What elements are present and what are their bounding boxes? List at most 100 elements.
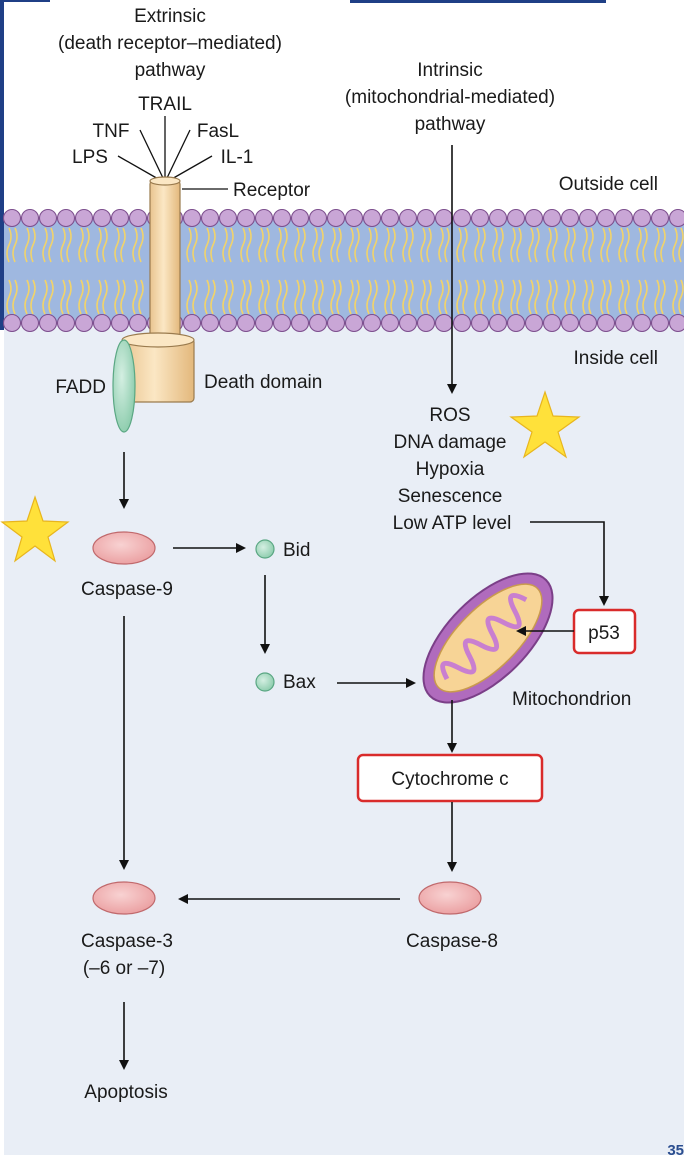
lipid-head <box>290 208 310 228</box>
lipid-tail <box>66 227 72 263</box>
lipid-head <box>110 313 130 333</box>
lipid-head <box>200 208 220 228</box>
intrinsic-title-line2: (mitochondrial-mediated) <box>345 87 555 108</box>
lipid-head <box>308 313 328 333</box>
frame-accent-left <box>0 0 50 2</box>
lipid-head <box>470 313 490 333</box>
lipid-tail <box>654 227 660 263</box>
fadd-protein <box>112 339 136 433</box>
lipid-tail <box>138 279 144 315</box>
lipid-tail <box>300 279 306 315</box>
lipid-head <box>56 313 76 333</box>
lipid-tail <box>660 279 666 315</box>
lipid-tail <box>660 227 666 263</box>
lipid-tail <box>420 279 426 315</box>
lipid-tail <box>426 227 432 263</box>
outside-cell-label: Outside cell <box>559 174 658 195</box>
lipid-tail <box>426 279 432 315</box>
stressor-hypoxia: Hypoxia <box>416 459 485 480</box>
lipid-tail <box>516 279 522 315</box>
lipid-tail <box>600 279 606 315</box>
lipid-tail <box>282 227 288 263</box>
lipid-tail <box>672 227 678 263</box>
lipid-head <box>380 313 400 333</box>
lipid-head <box>236 208 256 228</box>
lipid-tail <box>96 279 102 315</box>
lipid-head <box>20 313 40 333</box>
lipid-tail <box>582 227 588 263</box>
lipid-tail <box>132 279 138 315</box>
lipid-head <box>524 208 544 228</box>
lipid-head <box>668 208 684 228</box>
lipid-head <box>20 208 40 228</box>
caspase-3-label: Caspase-3 <box>81 931 173 952</box>
lipid-tail <box>366 227 372 263</box>
lipid-tail <box>228 227 234 263</box>
lipid-tail <box>552 279 558 315</box>
lipid-tail <box>48 279 54 315</box>
lipid-tail <box>348 279 354 315</box>
lipid-tail <box>534 227 540 263</box>
lipid-tail <box>114 279 120 315</box>
lipid-tail <box>588 227 594 263</box>
lipid-tail <box>678 279 684 315</box>
lipid-tail <box>42 227 48 263</box>
lipid-tail <box>102 227 108 263</box>
lipid-tail <box>438 279 444 315</box>
bax-label: Bax <box>283 672 316 693</box>
lipid-tail <box>24 227 30 263</box>
lipid-tail <box>384 227 390 263</box>
ligand-fasl: FasL <box>197 121 239 142</box>
lipid-tail <box>276 279 282 315</box>
ligand-lines <box>117 116 213 181</box>
outside-cell-area <box>4 4 684 202</box>
lipid-head <box>128 313 148 333</box>
lipid-tail <box>48 227 54 263</box>
ligand-lps: LPS <box>72 147 108 168</box>
lipid-tail <box>24 279 30 315</box>
lipid-tail <box>510 279 516 315</box>
lipid-tail <box>30 227 36 263</box>
lipid-tail <box>498 279 504 315</box>
lipid-tail <box>624 227 630 263</box>
lipid-tail <box>258 227 264 263</box>
lipid-head <box>92 208 112 228</box>
lipid-tail <box>636 279 642 315</box>
low-atp-to-p53-arrow <box>530 521 609 606</box>
lipid-head <box>362 208 382 228</box>
lipid-tail <box>60 227 66 263</box>
lipid-head <box>254 313 274 333</box>
lipid-head <box>452 313 472 333</box>
lipid-tail <box>654 279 660 315</box>
receptor-icon <box>121 176 195 403</box>
lipid-head <box>578 208 598 228</box>
lipid-tail <box>192 227 198 263</box>
extrinsic-title-line3: pathway <box>135 60 206 81</box>
lipid-tail <box>552 227 558 263</box>
lipid-tail <box>312 279 318 315</box>
lipid-tail <box>564 227 570 263</box>
bid-label: Bid <box>283 540 310 561</box>
lipid-tail <box>12 279 18 315</box>
apoptosis-label: Apoptosis <box>84 1082 167 1103</box>
lipid-head <box>200 313 220 333</box>
lipid-head <box>290 313 310 333</box>
lipid-tail <box>462 227 468 263</box>
lipid-head <box>506 208 526 228</box>
lipid-tail <box>366 279 372 315</box>
lipid-tail <box>498 227 504 263</box>
lipid-tail <box>294 227 300 263</box>
lipid-tail <box>546 227 552 263</box>
lipid-head <box>362 313 382 333</box>
frame-accent-right <box>350 0 606 3</box>
lipid-tail <box>372 279 378 315</box>
ligand-tnf: TNF <box>93 121 130 142</box>
cytochrome-c-box <box>356 753 544 803</box>
lipid-tail <box>336 227 342 263</box>
intrinsic-title-line1: Intrinsic <box>417 60 482 81</box>
lipid-head <box>542 208 562 228</box>
lipid-tail <box>96 227 102 263</box>
lipid-head <box>182 208 202 228</box>
lipid-tail <box>6 227 12 263</box>
lipid-tail <box>474 279 480 315</box>
